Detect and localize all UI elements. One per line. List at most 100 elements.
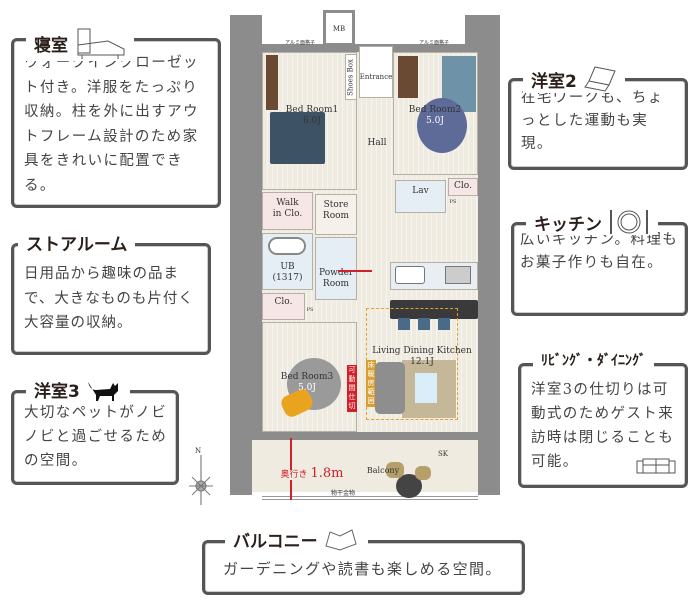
walk-in-closet bbox=[262, 192, 313, 230]
balcony bbox=[252, 440, 478, 492]
depth-arrow-icon bbox=[290, 438, 292, 500]
callout-room2-title-text: 洋室2 bbox=[531, 71, 577, 92]
depth-label-text: 奥行き bbox=[280, 470, 308, 480]
callout-room2-text: 在宅ワークも、ちょっとした運動も実現。 bbox=[521, 90, 664, 152]
callout-bedroom-text: ウォークインクローゼット付き。洋服をたっぷり収納。柱を外に出すアウトフレーム設計… bbox=[24, 55, 199, 194]
hall-label: Hall bbox=[367, 138, 387, 148]
ldk-size: 12.1J bbox=[410, 357, 434, 367]
unit-bath-label: UB (1317) bbox=[272, 262, 303, 283]
north-label: N bbox=[194, 447, 202, 455]
closet-left bbox=[262, 293, 305, 320]
callout-room3: 洋室3 大切なペットがノビノビと過ごせるための空間。 bbox=[11, 377, 179, 485]
bed-icon bbox=[77, 28, 125, 59]
callout-bedroom: 寝室 ウォークインクローゼット付き。洋服をたっぷり収納。柱を外に出すアウトフレー… bbox=[11, 25, 221, 208]
dining-island bbox=[390, 300, 478, 319]
round-rug-icon bbox=[417, 98, 467, 153]
bedroom3 bbox=[262, 322, 357, 432]
bedroom2-size: 5.0J bbox=[426, 116, 444, 126]
callout-living: ﾘﾋﾞﾝｸﾞ・ﾀﾞｲﾆﾝｸﾞ 洋室3の仕切りは可動式のためゲスト来訪時は閉じるこ… bbox=[518, 350, 688, 488]
store-room bbox=[315, 194, 357, 235]
mb-closet bbox=[323, 10, 355, 46]
bathtub-icon bbox=[268, 237, 306, 255]
callout-room3-text: 大切なペットがノビノビと過ごせるための空間。 bbox=[24, 405, 168, 469]
callout-storeroom: ストアルーム 日用品から趣味の品まで、大きなものも片付く大容量の収納。 bbox=[11, 230, 211, 355]
lavatory-label: Lav bbox=[412, 186, 429, 196]
callout-balcony-title-text: バルコニー bbox=[233, 532, 318, 552]
mb-label: MB bbox=[332, 25, 346, 33]
cat-icon bbox=[87, 381, 118, 401]
powder-room-label: Powder Room bbox=[319, 268, 354, 289]
wall-left bbox=[230, 15, 262, 435]
balcony-label: Balcony bbox=[366, 466, 400, 475]
bedroom2-name: Bed Room2 bbox=[408, 105, 462, 115]
closet-right-label: Clo. bbox=[454, 181, 472, 191]
compass-icon bbox=[189, 455, 213, 505]
floor-heating-label: 床暖房範囲 bbox=[366, 360, 376, 407]
depth-label: 奥行き 1.8m bbox=[272, 466, 352, 481]
callout-room3-title: 洋室3 bbox=[26, 377, 130, 402]
stove-icon bbox=[445, 266, 471, 284]
balcony-chair-icon bbox=[386, 462, 404, 478]
callout-balcony: バルコニー ガーデニングや読書も楽しめる空間。 bbox=[202, 527, 525, 595]
drying-rack-label: 物干金物 bbox=[330, 490, 355, 497]
grille-label-right: アルミ面格子 bbox=[419, 40, 449, 46]
closet-right bbox=[448, 178, 478, 196]
sink-icon bbox=[395, 266, 425, 284]
balcony-railing bbox=[262, 496, 478, 500]
callout-bedroom-title: 寝室 bbox=[26, 25, 134, 61]
laptop-icon bbox=[584, 66, 616, 92]
callout-balcony-text: ガーデニングや読書も楽しめる空間。 bbox=[223, 560, 502, 578]
callout-room3-title-text: 洋室3 bbox=[34, 382, 80, 402]
stools-icon bbox=[398, 318, 454, 330]
shoes-box bbox=[345, 54, 357, 100]
callout-kitchen-text: 広いキッチン。料理もお菓子作りも自在。 bbox=[520, 232, 679, 271]
powder-room bbox=[315, 237, 357, 300]
callout-kitchen: キッチン 広いキッチン。料理もお菓子作りも自在。 bbox=[511, 209, 688, 316]
shoes-box-label: Shoes Box bbox=[346, 59, 355, 96]
closet-left-label: Clo. bbox=[274, 297, 293, 307]
sofa-icon-plan bbox=[375, 362, 405, 414]
callout-storeroom-title: ストアルーム bbox=[18, 230, 136, 255]
callout-room2: 洋室2 在宅ワークも、ちょっとした運動も実現。 bbox=[508, 65, 688, 170]
entrance-label: Entrance bbox=[359, 73, 393, 81]
ldk-name: Living Dining Kitchen bbox=[372, 346, 472, 356]
plate-cutlery-icon bbox=[610, 210, 648, 234]
depth-value: 1.8m bbox=[310, 466, 344, 481]
callout-kitchen-title-text: キッチン bbox=[534, 214, 602, 235]
bedroom3-size: 5.0J bbox=[298, 383, 316, 393]
ps-label-right: PS bbox=[449, 199, 457, 205]
balcony-chair-icon-2 bbox=[415, 466, 431, 480]
movable-partition-label: 可動間仕切 bbox=[347, 365, 357, 412]
wall-balcony-left bbox=[230, 440, 252, 495]
sk-label: SK bbox=[437, 450, 449, 458]
lavatory bbox=[395, 180, 446, 213]
book-icon bbox=[325, 528, 357, 551]
bedroom1-size: 6.0J bbox=[303, 116, 321, 126]
callout-storeroom-text: 日用品から趣味の品まで、大きなものも片付く大容量の収納。 bbox=[24, 266, 194, 331]
callout-living-text: 洋室3の仕切りは可動式のためゲスト来訪時は閉じることも可能。 bbox=[531, 382, 675, 470]
desk-icon bbox=[266, 55, 278, 110]
wall-balcony-right bbox=[478, 440, 500, 495]
wall-bottom bbox=[230, 432, 500, 440]
bedroom1-name: Bed Room1 bbox=[285, 105, 339, 115]
ps-label-left: PS bbox=[306, 307, 314, 313]
store-room-label: Store Room bbox=[322, 200, 350, 221]
callout-room2-title: 洋室2 bbox=[523, 65, 625, 93]
grille-label-left: アルミ面格子 bbox=[285, 40, 315, 46]
bed-icon-bedroom1 bbox=[270, 112, 325, 164]
coffee-table-icon bbox=[415, 373, 437, 403]
desk-icon-bedroom2 bbox=[398, 56, 418, 98]
walk-in-closet-label: Walk in Clo. bbox=[272, 198, 303, 219]
callout-balcony-title: バルコニー bbox=[225, 527, 368, 552]
callout-bedroom-title-text: 寝室 bbox=[34, 35, 68, 56]
entrance bbox=[359, 46, 393, 98]
callout-kitchen-title: キッチン bbox=[526, 209, 658, 235]
callout-living-title: ﾘﾋﾞﾝｸﾞ・ﾀﾞｲﾆﾝｸﾞ bbox=[533, 350, 654, 370]
double-arrow-icon bbox=[338, 270, 372, 272]
sofa-icon bbox=[636, 458, 676, 474]
